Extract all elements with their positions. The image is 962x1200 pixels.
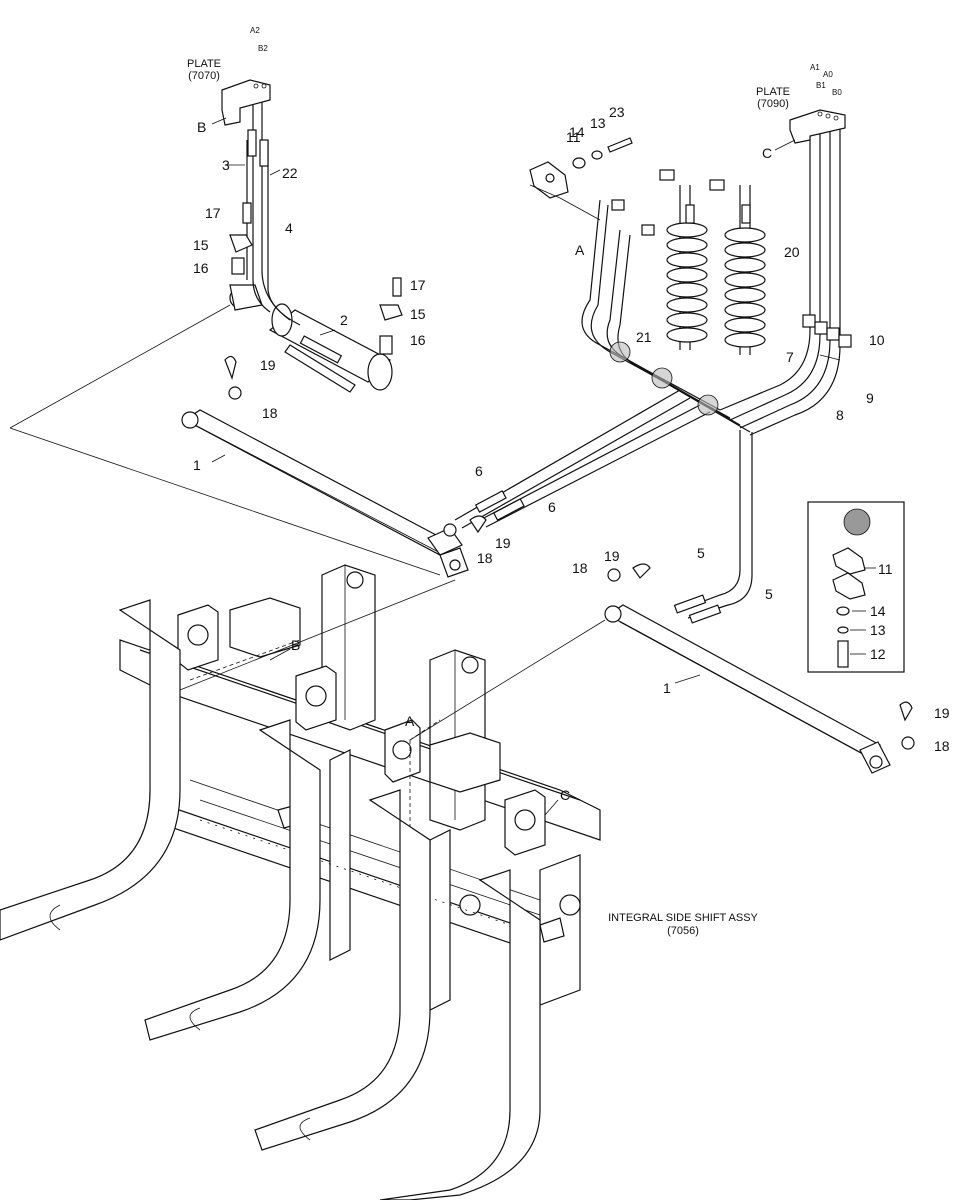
callout-22: 22 [282,165,298,181]
callout-19-bottom: 19 [934,705,950,721]
callout-5-lower: 5 [765,586,773,602]
callout-3: 3 [222,157,230,173]
port-a2: A2 [250,26,260,35]
callout-1-lower: 1 [663,680,671,696]
port-a0: A0 [823,70,833,79]
assembly-code: (7056) [667,925,699,937]
callout-8: 8 [836,407,844,423]
plate-7090-letter: C [762,145,772,161]
callout-5-upper: 5 [697,545,705,561]
callout-20: 20 [784,244,800,260]
leader-lines [9,117,841,816]
fork-tines [0,599,541,1200]
callout-23: 23 [609,104,625,120]
side-shift-cylinder-lower [604,604,891,774]
callout-10: 10 [869,332,885,348]
inset-callout-13: 13 [870,622,886,638]
inset-callout-14: 14 [870,603,886,619]
port-b1: B1 [816,81,826,90]
plate-7090-label: PLATE (7090) A1 B1 A0 B0 C [756,63,842,161]
part-callouts: 3 22 17 4 15 16 17 2 15 16 19 18 1 6 6 1… [193,104,950,754]
plate-7070-letter: B [197,119,206,135]
callout-16-left: 16 [193,260,209,276]
callout-21: 21 [636,329,652,345]
coil-sleeves [666,185,766,355]
callout-15-right: 15 [410,306,426,322]
port-b0: B0 [832,88,842,97]
callout-17-right: 17 [410,277,426,293]
callout-13-top: 13 [590,115,606,131]
callout-19-mid: 19 [495,535,511,551]
hose-fittings [247,129,852,624]
plate-7070-icon [221,79,271,126]
callout-18-mid: 18 [477,550,493,566]
letter-a-top: A [575,242,585,258]
port-b2: B2 [258,44,268,53]
plate-7090-icon [789,109,846,144]
callout-18-bottom: 18 [934,738,950,754]
plate-7070-code: (7070) [188,70,220,82]
callout-1-upper: 1 [193,457,201,473]
callout-19-top: 19 [260,357,276,373]
callout-18-top: 18 [262,405,278,421]
callout-15-left: 15 [193,237,209,253]
callout-2: 2 [340,312,348,328]
connection-letters: A B A C [291,242,585,803]
callout-4: 4 [285,220,293,236]
small-cylinder [229,284,393,393]
callout-18-right: 18 [572,560,588,576]
letter-b-frame: B [291,637,300,653]
callout-6-upper: 6 [475,463,483,479]
plate-7090-title: PLATE [756,86,790,98]
callout-14-top-visible: 14 [569,124,585,140]
port-a1: A1 [810,63,820,72]
callout-17-left: 17 [205,205,221,221]
side-shift-cylinder-upper [181,409,469,578]
plate-7070-label: PLATE (7070) A2 B2 B [187,26,268,135]
callout-16-right: 16 [410,332,426,348]
callout-6-lower: 6 [548,499,556,515]
letter-c-frame: C [560,787,570,803]
callout-9: 9 [866,390,874,406]
inset-callout-12: 12 [870,646,886,662]
callout-11-top: 11 [566,129,581,145]
inset-callout-11: 11 [878,561,893,577]
assembly-label: INTEGRAL SIDE SHIFT ASSY (7056) [608,912,758,937]
plate-7090-code: (7090) [757,98,789,110]
letter-a-frame: A [405,713,415,729]
side-shift-frame [119,564,601,1011]
plate-7070-title: PLATE [187,58,221,70]
callout-19-right: 19 [604,548,620,564]
hardware-inset-box [807,501,905,673]
assembly-title: INTEGRAL SIDE SHIFT ASSY [608,912,758,924]
callout-7: 7 [786,349,794,365]
